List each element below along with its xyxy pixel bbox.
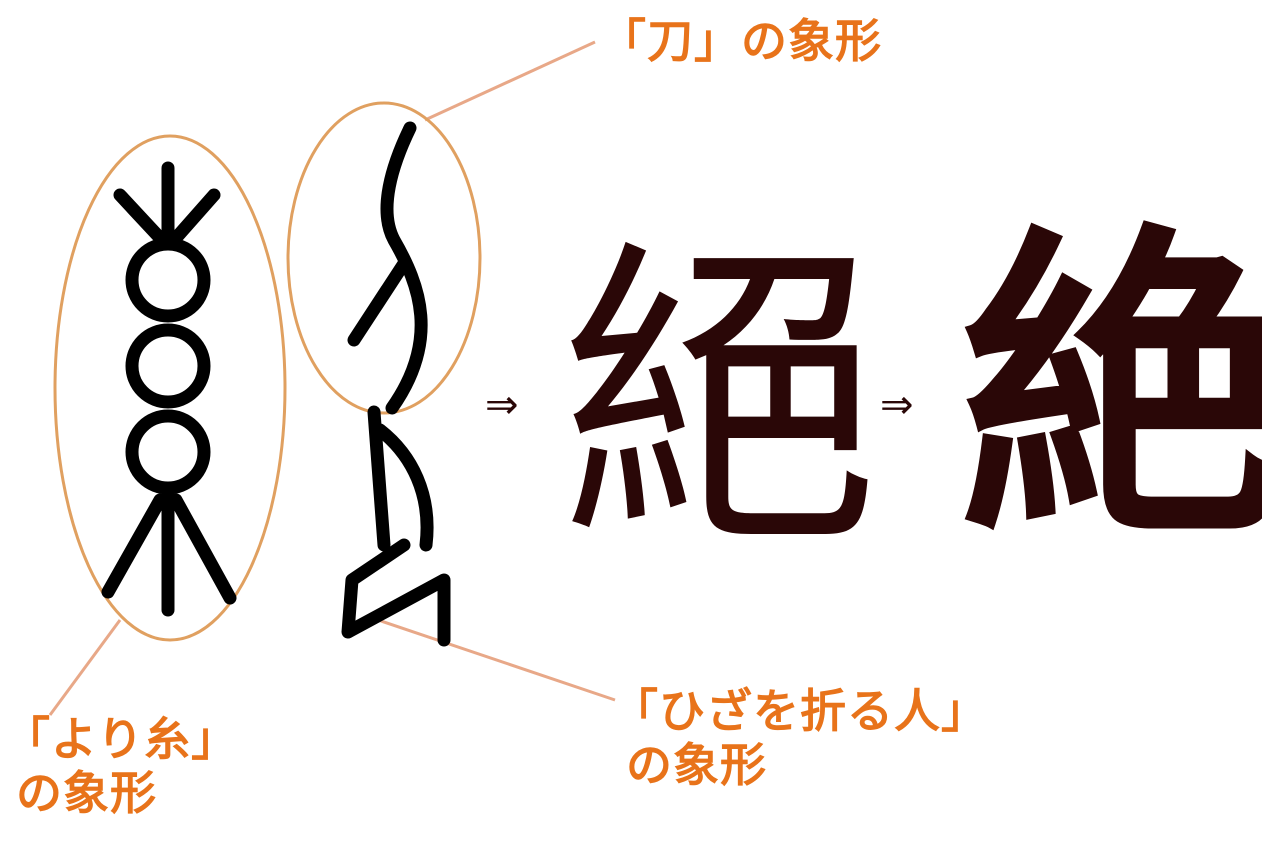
katana-highlight-ellipse: [286, 101, 482, 415]
kneeling-leader-line: [377, 618, 616, 702]
thread-label-line-1: 「より糸」: [4, 712, 239, 766]
new-form-kanji: 絶: [960, 201, 1262, 580]
thread-highlight-ellipse: [53, 134, 287, 642]
thread-leader-line: [48, 619, 122, 716]
kneeling-person-label: 「ひざを折る人」 の象形: [612, 684, 988, 792]
katana-label: 「刀」の象形: [600, 14, 882, 68]
katana-glyph: [347, 121, 428, 415]
kneeling-label-line-2: の象形: [626, 738, 767, 792]
kneeling-label-line-1: 「ひざを折る人」: [612, 684, 988, 738]
thread-label-line-2: の象形: [16, 766, 157, 820]
thread-label: 「より糸」 の象形: [4, 712, 238, 820]
old-form-kanji: 絕: [560, 214, 880, 586]
arrow-to-old-form: ⇒: [485, 382, 519, 428]
katana-leader-line: [424, 40, 596, 122]
thread-glyph: [101, 161, 237, 617]
arrow-to-new-form: ⇒: [880, 382, 914, 428]
kneeling-person-glyph: [341, 405, 451, 647]
